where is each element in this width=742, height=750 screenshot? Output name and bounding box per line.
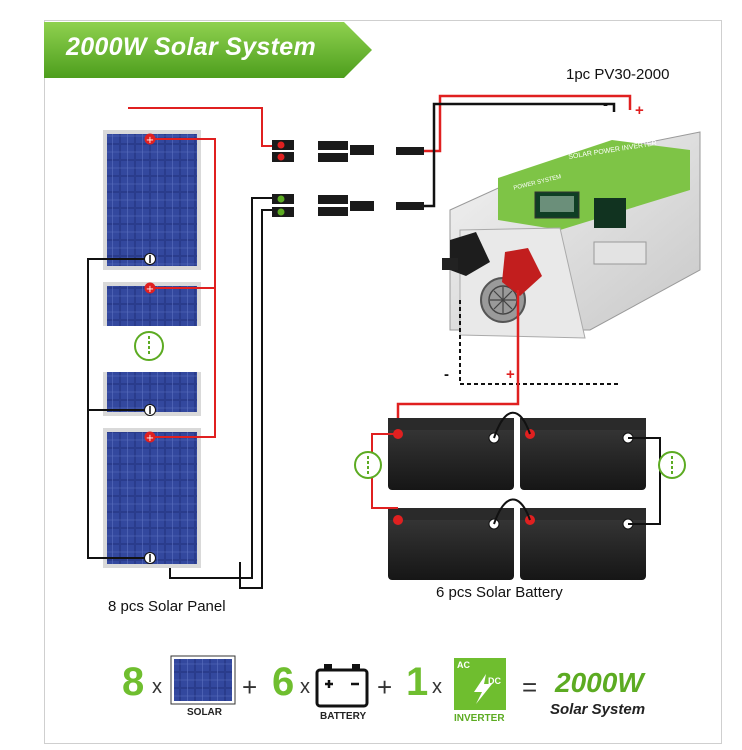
battery-negative-wire: [459, 300, 620, 385]
inverter-caption: INVERTER: [454, 713, 505, 724]
plus-sign-2: +: [377, 672, 393, 702]
battery-top-left: [388, 418, 514, 490]
solar-caption: SOLAR: [187, 707, 222, 718]
inverter-icon-ac: AC: [457, 660, 470, 670]
pv-negative-wire: [424, 102, 616, 208]
inverter-count: 1: [406, 660, 429, 704]
series-continuation-icon: [134, 331, 164, 361]
equals-sign: =: [522, 672, 538, 702]
solar-legend-icon: [170, 655, 236, 705]
title-banner: [44, 22, 372, 78]
solar-count: 8: [122, 660, 145, 704]
panel-positive-wires: [128, 107, 272, 438]
diagram-frame: [44, 20, 722, 744]
battery-top-right: [520, 418, 646, 490]
solar-times: x: [152, 676, 162, 698]
inverter-legend-icon: [454, 658, 506, 710]
plus-terminal-icon: +: [144, 133, 156, 146]
panel-terminals: + + +: [144, 133, 156, 564]
inverter-pv-positive-mark: +: [635, 102, 644, 119]
plus-terminal-icon: +: [144, 431, 156, 444]
inverter-batt-positive-mark: +: [506, 366, 515, 383]
battery-count: 6: [272, 660, 295, 704]
mc4-connectors: [272, 140, 424, 217]
battery-legend-icon: [315, 664, 369, 708]
inverter-batt-negative-mark: -: [444, 366, 449, 383]
minus-terminal-icon: [144, 253, 156, 265]
plus-sign-1: +: [242, 672, 258, 702]
svg-text:+: +: [146, 433, 154, 444]
battery-caption: BATTERY: [320, 711, 367, 722]
battery-times: x: [300, 676, 310, 698]
plus-terminal-icon: +: [144, 282, 156, 295]
inverter-pv-negative-mark: -: [603, 96, 608, 113]
inverter-icon-dc: DC: [488, 676, 501, 686]
inverter-label: 1pc PV30-2000: [566, 66, 670, 83]
panel-negative-wires: [87, 197, 272, 589]
panels-label: 8 pcs Solar Panel: [108, 598, 226, 615]
minus-terminal-icon: [144, 404, 156, 416]
battery-series-continuation-icon: [354, 451, 686, 479]
banner-title: 2000W Solar System: [66, 33, 316, 61]
svg-text:+: +: [146, 135, 154, 146]
inverter: [442, 131, 701, 339]
result-power: 2000W: [555, 667, 644, 698]
inverter-times: x: [432, 676, 442, 698]
solar-panel-bottom: [103, 428, 201, 568]
batteries-label: 6 pcs Solar Battery: [436, 584, 563, 601]
solar-panel-top: [103, 130, 201, 270]
battery-bottom-right: [520, 508, 646, 580]
minus-terminal-icon: [144, 552, 156, 564]
svg-text:+: +: [146, 284, 154, 295]
battery-bottom-left: [388, 508, 514, 580]
result-subtitle: Solar System: [550, 701, 646, 718]
